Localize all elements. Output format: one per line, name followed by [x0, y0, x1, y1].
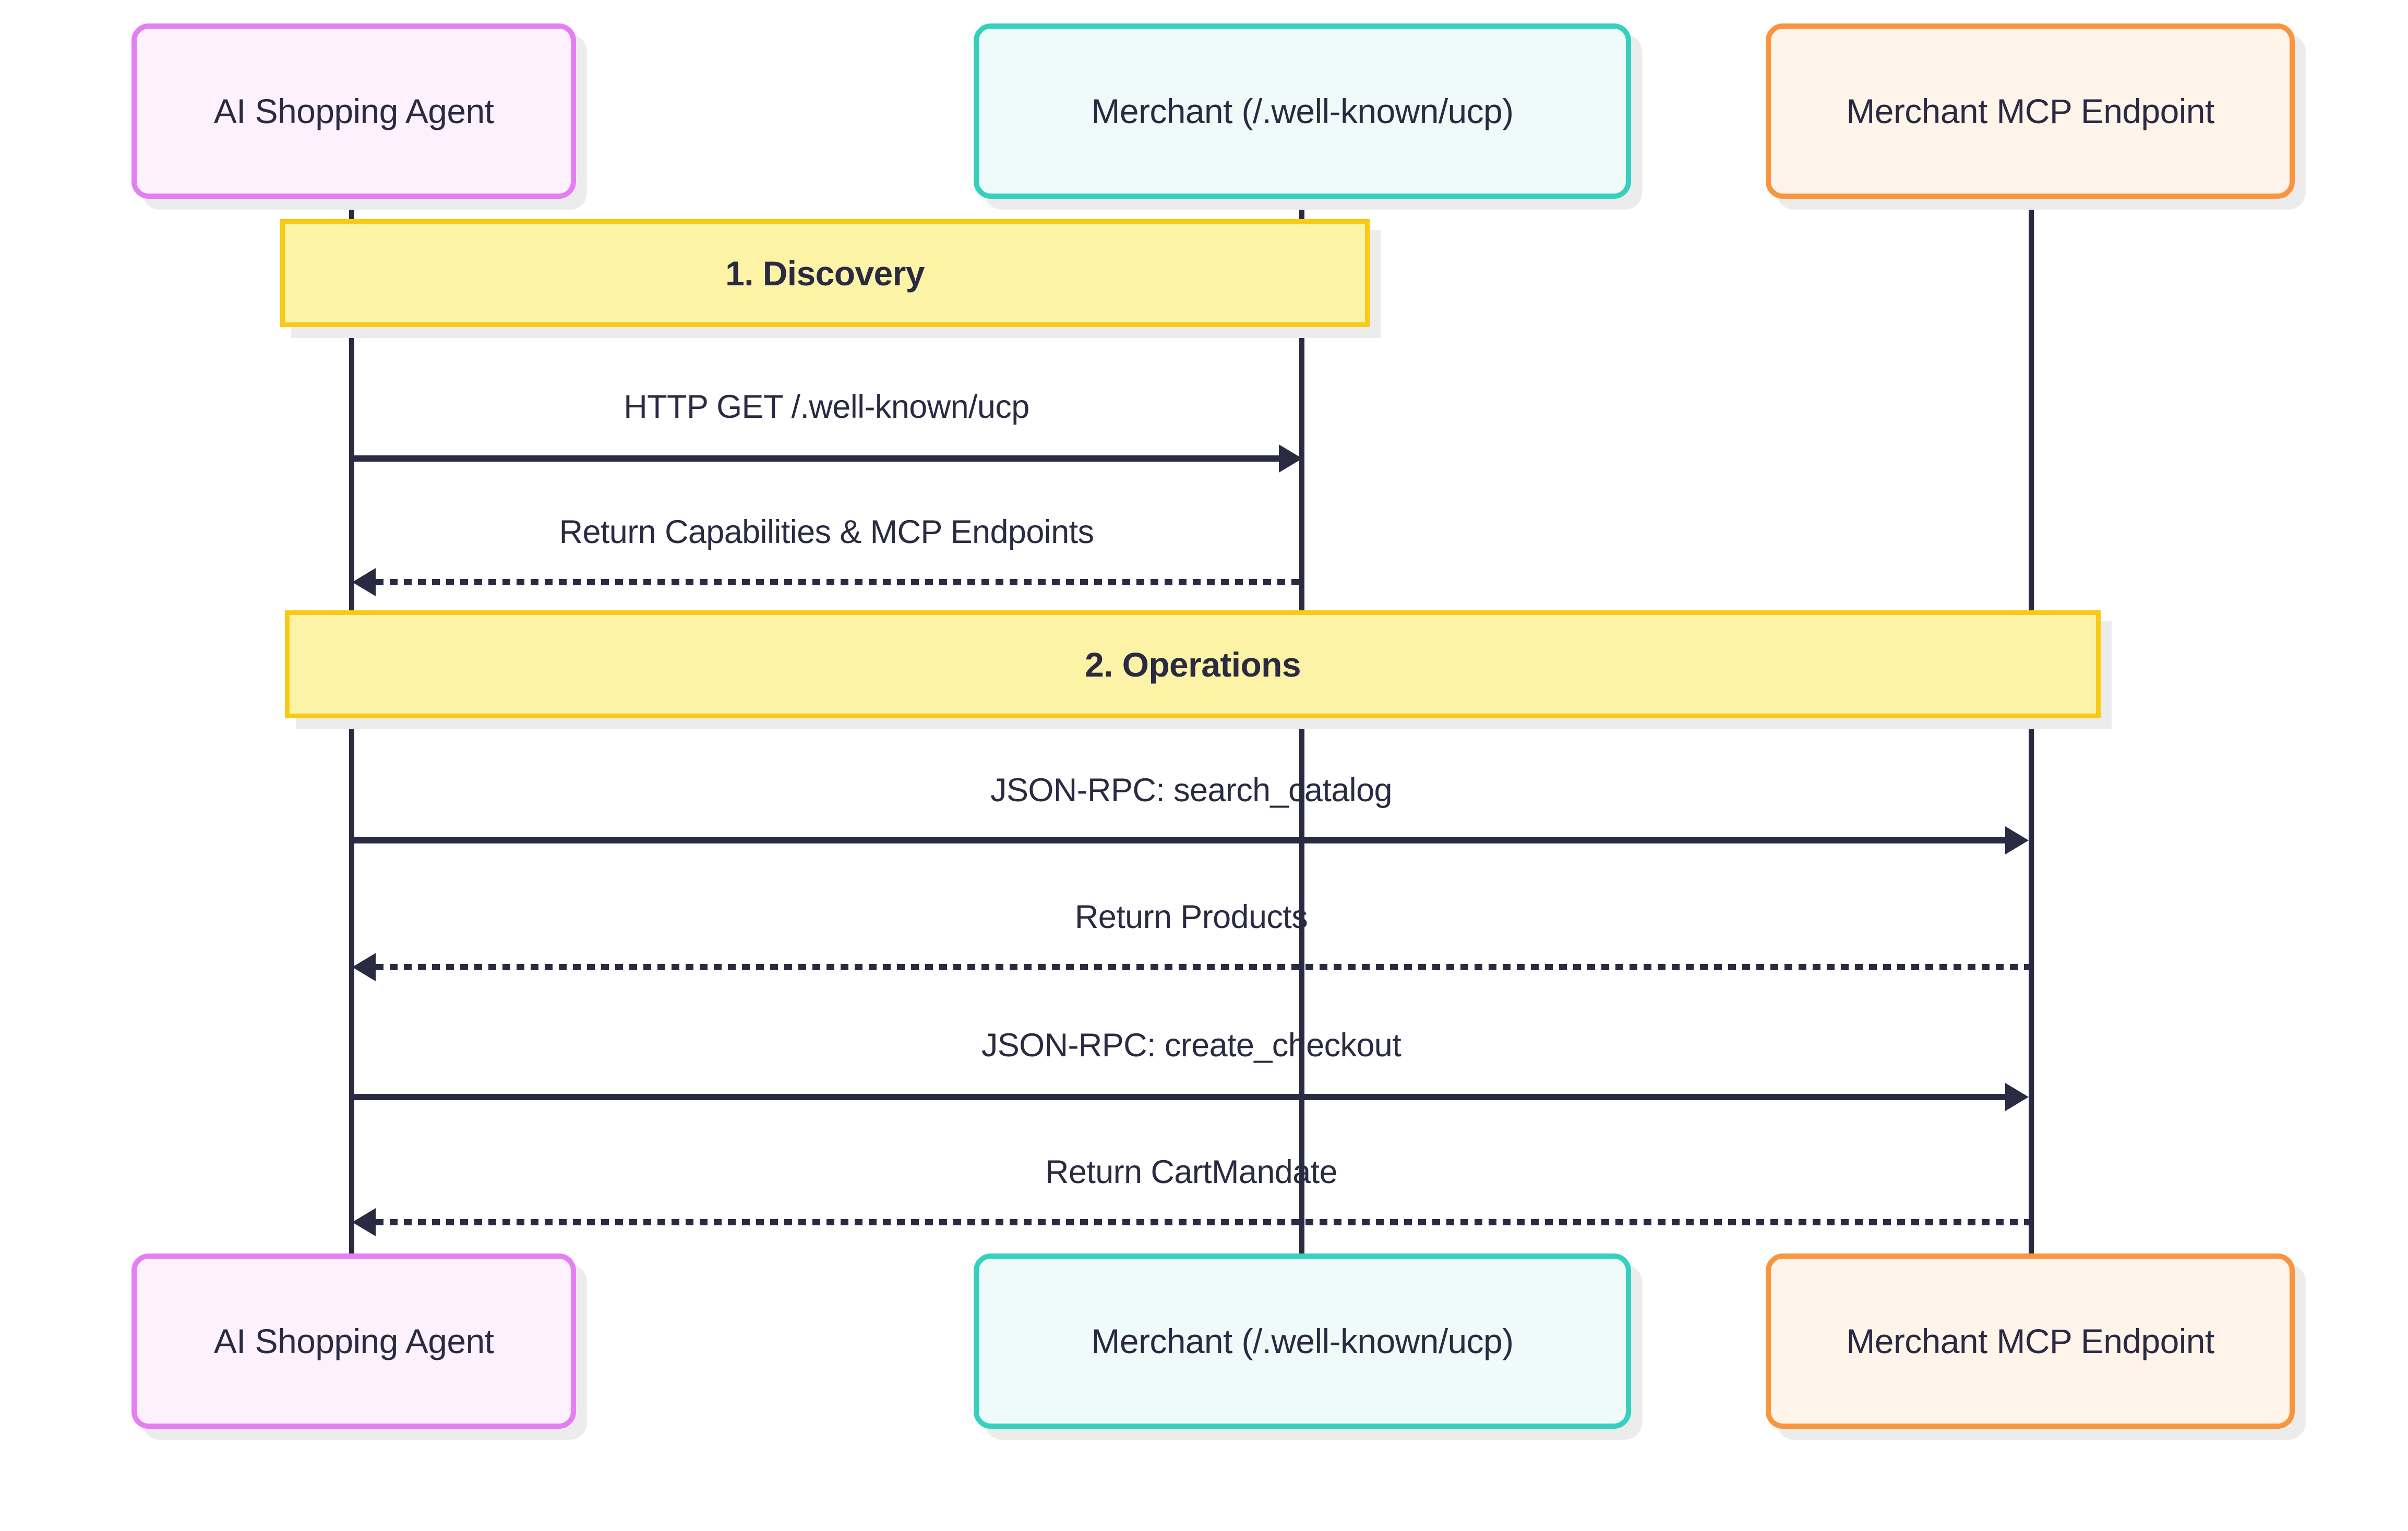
message-label-http-get: HTTP GET /.well-known/ucp [624, 389, 1029, 425]
message-label-return-cartmandate: Return CartMandate [1045, 1154, 1338, 1190]
arrowhead-right-icon [2005, 1083, 2029, 1111]
arrowhead-right-icon [2005, 826, 2029, 854]
lifeline-ai-shopping-agent [349, 189, 355, 1263]
message-label-search-catalog: JSON-RPC: search_catalog [990, 772, 1393, 809]
section-label: 2. Operations [1085, 645, 1301, 684]
message-label-return-capabilities: Return Capabilities & MCP Endpoints [559, 514, 1094, 550]
message-arrow-http-get [352, 455, 1279, 462]
message-label-return-products: Return Products [1074, 899, 1308, 935]
actor-bottom-ai-shopping-agent: AI Shopping Agent [131, 1253, 576, 1429]
arrowhead-left-icon [352, 953, 376, 981]
message-arrow-create-checkout [352, 1094, 2005, 1100]
actor-label: Merchant (/.well-known/ucp) [1091, 92, 1514, 130]
message-arrow-return-cartmandate [376, 1219, 2029, 1225]
arrowhead-right-icon [1279, 444, 1302, 473]
arrowhead-left-icon [352, 1208, 376, 1236]
message-arrow-search-catalog [352, 837, 2005, 843]
section-label: 1. Discovery [725, 254, 925, 293]
actor-label: AI Shopping Agent [213, 1322, 494, 1360]
message-arrow-return-capabilities [376, 579, 1302, 585]
actor-top-ai-shopping-agent: AI Shopping Agent [131, 23, 576, 199]
message-label-create-checkout: JSON-RPC: create_checkout [981, 1027, 1401, 1064]
section-band-operations: 2. Operations [285, 610, 2101, 718]
actor-label: AI Shopping Agent [213, 92, 494, 130]
actor-top-merchant-well-known: Merchant (/.well-known/ucp) [974, 23, 1631, 199]
lifeline-merchant-mcp-endpoint [2029, 189, 2034, 1263]
actor-top-merchant-mcp-endpoint: Merchant MCP Endpoint [1766, 23, 2295, 199]
actor-label: Merchant MCP Endpoint [1846, 1322, 2214, 1360]
actor-bottom-merchant-well-known: Merchant (/.well-known/ucp) [974, 1253, 1631, 1429]
actor-bottom-merchant-mcp-endpoint: Merchant MCP Endpoint [1766, 1253, 2295, 1429]
actor-label: Merchant (/.well-known/ucp) [1091, 1322, 1514, 1360]
arrowhead-left-icon [352, 568, 376, 596]
actor-label: Merchant MCP Endpoint [1846, 92, 2214, 130]
section-band-discovery: 1. Discovery [280, 219, 1370, 327]
lifeline-merchant-well-known [1299, 189, 1305, 1263]
message-arrow-return-products [376, 964, 2029, 970]
